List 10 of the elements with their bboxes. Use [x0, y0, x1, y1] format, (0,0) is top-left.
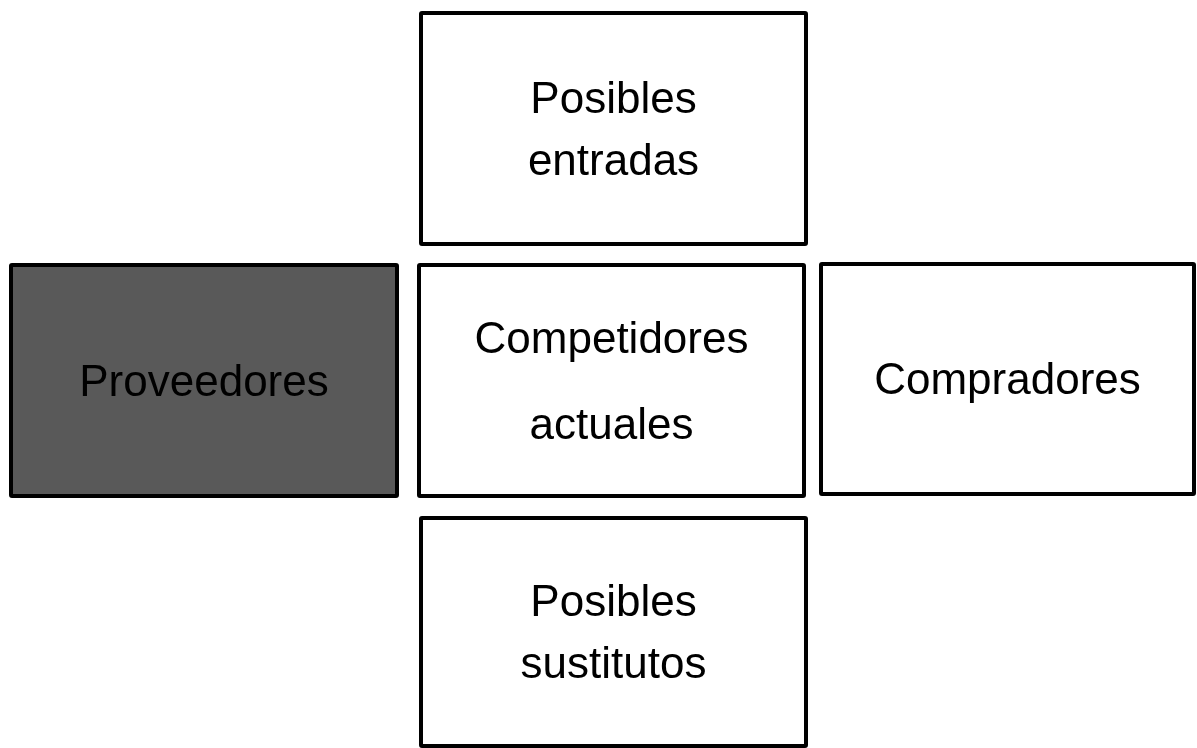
box-label: Proveedores	[79, 354, 329, 407]
box-label: Posibles entradas	[526, 71, 701, 186]
box-label: Posibles sustitutos	[519, 575, 708, 689]
box-label: Compradores	[874, 353, 1141, 406]
box	[9, 263, 399, 498]
box	[419, 516, 808, 748]
box	[417, 263, 806, 498]
box	[819, 262, 1196, 496]
box-label: Competidores actuales	[473, 311, 750, 450]
box	[419, 11, 808, 246]
